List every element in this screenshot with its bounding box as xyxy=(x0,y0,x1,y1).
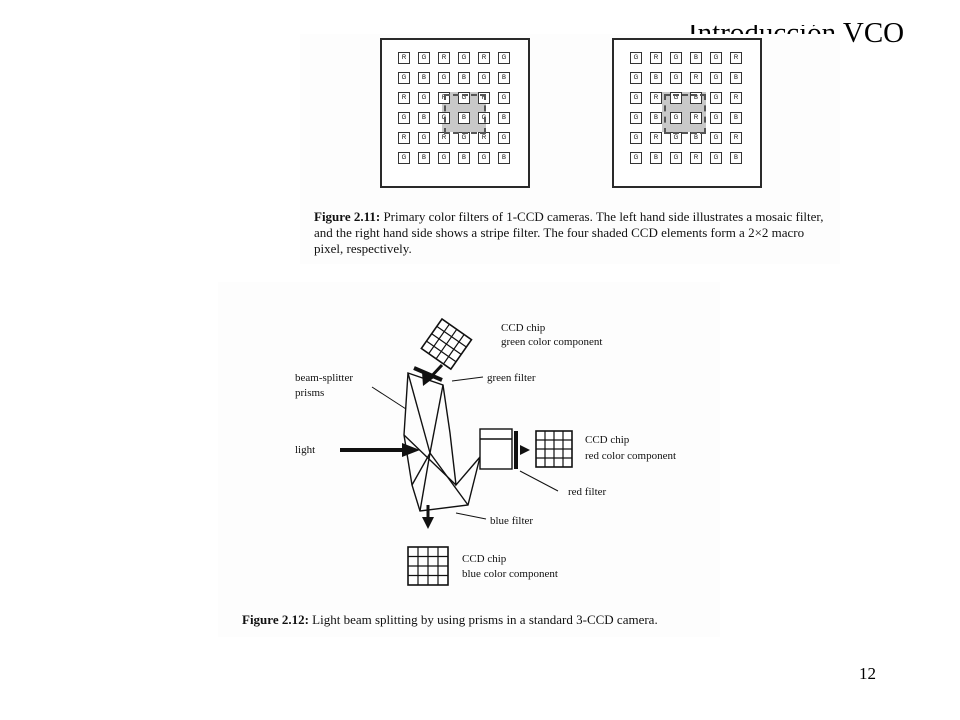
filter-cell: B xyxy=(690,52,702,64)
macro-pixel-outline xyxy=(444,94,486,134)
filter-cell: B xyxy=(730,152,742,164)
label-ccd-green-2: green color component xyxy=(501,336,602,348)
filter-cell: B xyxy=(498,72,510,84)
filter-cell: B xyxy=(650,72,662,84)
filter-cell: G xyxy=(398,112,410,124)
filter-cell: B xyxy=(458,152,470,164)
figure-2-12-text: Light beam splitting by using prisms in … xyxy=(312,612,658,627)
filter-cell: G xyxy=(498,52,510,64)
filter-cell: G xyxy=(438,72,450,84)
filter-cell: G xyxy=(630,152,642,164)
light-input-arrow-head xyxy=(402,443,420,457)
figure-2-12-label: Figure 2.12: xyxy=(242,612,309,627)
filter-cell: G xyxy=(418,52,430,64)
filter-cell: B xyxy=(730,112,742,124)
blue-ccd-chip xyxy=(407,546,449,586)
filter-cell: B xyxy=(730,72,742,84)
green-filter-bar xyxy=(413,366,443,382)
filter-cell: R xyxy=(730,132,742,144)
filter-cell: G xyxy=(710,52,722,64)
label-ccd-red-2: red color component xyxy=(585,450,676,462)
filter-cell: G xyxy=(670,52,682,64)
filter-cell: B xyxy=(498,112,510,124)
filter-cell: G xyxy=(710,132,722,144)
filter-cell: B xyxy=(650,112,662,124)
filter-cell: B xyxy=(458,72,470,84)
filter-cell: G xyxy=(670,72,682,84)
label-ccd-green-1: CCD chip xyxy=(501,322,546,334)
page-number: 12 xyxy=(859,664,876,683)
label-blue-filter: blue filter xyxy=(490,515,533,527)
label-red-filter: red filter xyxy=(568,486,607,498)
label-light: light xyxy=(295,444,315,456)
filter-cell: R xyxy=(690,72,702,84)
filter-cell: B xyxy=(650,152,662,164)
filter-cell: R xyxy=(730,92,742,104)
filter-cell: R xyxy=(650,92,662,104)
filter-cell: R xyxy=(730,52,742,64)
filter-cell: B xyxy=(458,112,470,124)
filter-cell: G xyxy=(458,52,470,64)
filter-cell: G xyxy=(710,92,722,104)
filter-cell: G xyxy=(630,92,642,104)
figure-2-11-label: Figure 2.11: xyxy=(314,209,381,224)
blue-output-arrow-head xyxy=(422,517,434,529)
filter-cell: R xyxy=(650,52,662,64)
filter-cell: R xyxy=(650,132,662,144)
red-ccd-chip xyxy=(535,430,573,468)
filter-cell: G xyxy=(478,72,490,84)
filter-cell: R xyxy=(398,52,410,64)
leader-lines xyxy=(371,376,559,520)
filter-cell: G xyxy=(418,132,430,144)
title-clip-mask xyxy=(688,14,836,25)
filter-cell: G xyxy=(670,152,682,164)
figure-2-12-caption: Figure 2.12: Light beam splitting by usi… xyxy=(242,612,722,628)
filter-cell: G xyxy=(630,72,642,84)
filter-cell: G xyxy=(398,152,410,164)
figure-2-12-diagram: CCD chip green color component green fil… xyxy=(295,317,676,586)
filter-cell: G xyxy=(498,132,510,144)
filter-cell: R xyxy=(398,132,410,144)
figure-2-11-text: Primary color filters of 1-CCD cameras. … xyxy=(314,209,824,256)
red-output-arrow-head xyxy=(520,445,530,455)
macro-pixel-outline xyxy=(664,94,706,134)
filter-cell: R xyxy=(398,92,410,104)
green-ccd-chip xyxy=(420,317,473,371)
figure-2-11-caption: Figure 2.11: Primary color filters of 1-… xyxy=(314,209,834,257)
filter-cell: B xyxy=(418,152,430,164)
filter-cell: G xyxy=(438,152,450,164)
filter-cell: G xyxy=(710,152,722,164)
filter-cell: G xyxy=(398,72,410,84)
label-ccd-blue-2: blue color component xyxy=(462,568,558,580)
green-output-arrow-head xyxy=(422,372,435,386)
filter-cell: G xyxy=(630,52,642,64)
filter-cell: G xyxy=(498,92,510,104)
filter-cell: G xyxy=(710,72,722,84)
prism-block xyxy=(403,372,481,512)
filter-cell: R xyxy=(690,112,702,124)
filter-cell: G xyxy=(478,152,490,164)
label-prisms-1: beam-splitter xyxy=(295,372,353,384)
red-filter-bar xyxy=(514,431,518,469)
label-ccd-blue-1: CCD chip xyxy=(462,553,507,565)
filter-cell: R xyxy=(478,52,490,64)
label-ccd-red-1: CCD chip xyxy=(585,434,630,446)
label-green-filter: green filter xyxy=(487,372,536,384)
filter-cell: B xyxy=(418,112,430,124)
red-lens-tube xyxy=(479,428,513,470)
filter-cell: R xyxy=(690,152,702,164)
filter-cell: G xyxy=(630,132,642,144)
filter-cell: B xyxy=(418,72,430,84)
filter-cell: G xyxy=(670,112,682,124)
filter-cell: G xyxy=(630,112,642,124)
label-prisms-2: prisms xyxy=(295,387,324,399)
filter-cell: G xyxy=(418,92,430,104)
filter-cell: R xyxy=(438,132,450,144)
filter-cell: R xyxy=(438,52,450,64)
filter-cell: B xyxy=(498,152,510,164)
filter-cell: G xyxy=(710,112,722,124)
